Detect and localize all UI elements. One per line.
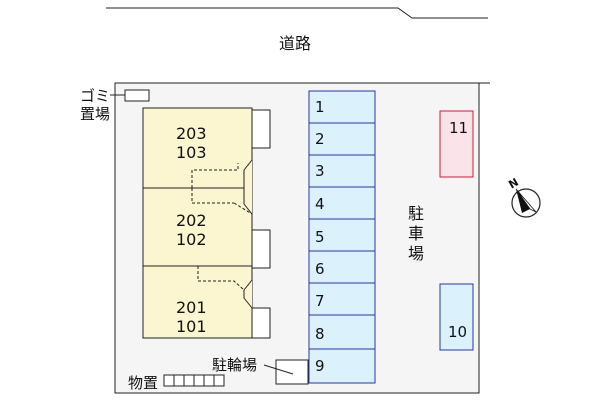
parking-slot bbox=[308, 348, 376, 384]
parking-slot-11-number: 11 bbox=[449, 119, 469, 137]
bicycle-parking-box bbox=[275, 359, 309, 385]
garbage-label-line1: ゴミ bbox=[79, 87, 110, 105]
balcony bbox=[251, 229, 271, 269]
apartment-building bbox=[142, 107, 271, 339]
parking-slot-10 bbox=[439, 283, 474, 351]
parking-slot-number: 3 bbox=[315, 162, 325, 180]
entrance-notch bbox=[243, 148, 253, 230]
unit-label-203-103: 203 103 bbox=[176, 124, 207, 162]
garbage-label-line2: 置場 bbox=[79, 105, 110, 123]
garbage-area-label: ゴミ 置場 bbox=[58, 87, 110, 123]
parking-slot-number: 6 bbox=[315, 260, 325, 278]
bicycle-parking-label: 駐輪場 bbox=[212, 356, 258, 374]
bicycle-leader-line bbox=[263, 364, 294, 375]
unit-label-201-101: 201 101 bbox=[176, 298, 207, 336]
stair-dashed-line bbox=[191, 188, 234, 204]
unit-number-lower: 101 bbox=[176, 317, 207, 336]
stair-dashed-line bbox=[191, 163, 239, 188]
garbage-box bbox=[124, 89, 150, 102]
parking-slot bbox=[308, 250, 376, 284]
balcony bbox=[251, 307, 271, 339]
storage-units bbox=[163, 374, 225, 387]
stair-dashed-line bbox=[197, 266, 245, 291]
parking-slot bbox=[308, 154, 376, 188]
parking-slot bbox=[308, 282, 376, 316]
compass-icon bbox=[511, 188, 541, 218]
building-outline bbox=[142, 107, 253, 339]
unit-label-202-102: 202 102 bbox=[176, 211, 207, 249]
parking-slot-number: 1 bbox=[315, 98, 325, 116]
parking-lot-label-char: 場 bbox=[407, 244, 424, 263]
parking-slot-11 bbox=[439, 110, 474, 178]
parking-slot bbox=[308, 314, 376, 350]
parking-slot-number: 2 bbox=[315, 130, 325, 148]
parking-slot-number: 5 bbox=[315, 228, 325, 246]
parking-lot-label-char: 車 bbox=[407, 224, 424, 243]
parking-slot-number: 7 bbox=[315, 292, 325, 310]
parking-slot-number: 8 bbox=[315, 325, 325, 343]
unit-number-upper: 202 bbox=[176, 211, 207, 230]
stair-dashed-line bbox=[233, 202, 253, 215]
parking-slot-number: 9 bbox=[315, 357, 325, 375]
storage-label: 物置 bbox=[128, 374, 159, 392]
parking-slot bbox=[308, 186, 376, 220]
unit-number-upper: 201 bbox=[176, 298, 207, 317]
unit-number-lower: 103 bbox=[176, 143, 207, 162]
unit-number-upper: 203 bbox=[176, 124, 207, 143]
parking-slot-number: 4 bbox=[315, 195, 325, 213]
road-label: 道路 bbox=[278, 34, 311, 53]
parking-lot-label-char: 駐 bbox=[407, 204, 424, 223]
parking-slot bbox=[308, 218, 376, 252]
parking-lot-label: 駐 車 場 bbox=[404, 204, 428, 264]
parking-column bbox=[308, 90, 376, 384]
unit-number-lower: 102 bbox=[176, 230, 207, 249]
road-edge-line bbox=[106, 7, 488, 19]
entrance-notch bbox=[243, 268, 253, 309]
balcony bbox=[251, 109, 271, 149]
parking-slot-10-number: 10 bbox=[448, 323, 468, 341]
